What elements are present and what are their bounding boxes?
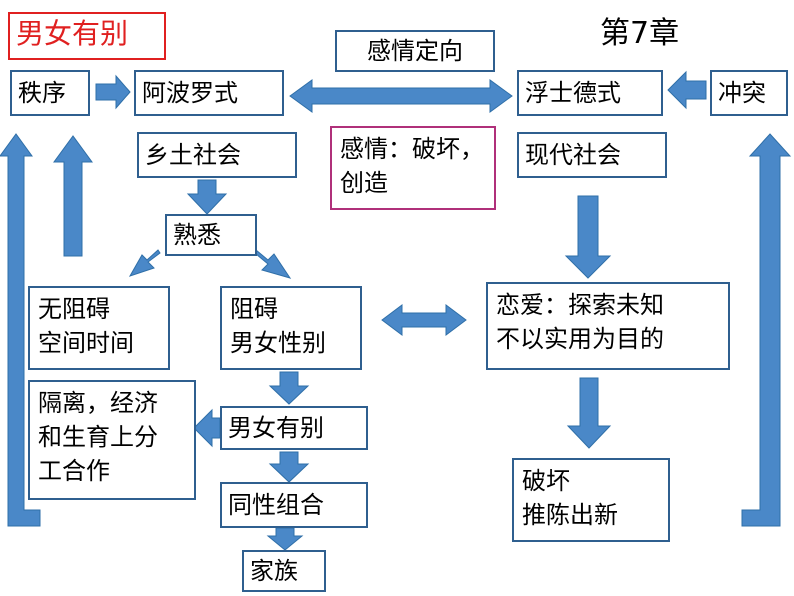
node-rural-society: 乡土社会: [137, 132, 297, 178]
arrow-left-long-up: [0, 133, 41, 527]
barrier-line1: 阻碍: [230, 295, 278, 323]
node-emotion-effect: 感情：破坏，创造: [330, 126, 496, 210]
arrow-familiar-to-nobarrier: [128, 249, 161, 277]
node-faustian: 浮士德式: [517, 70, 663, 116]
separation-line3: 工合作: [38, 457, 110, 485]
separation-line1: 隔离，经济: [38, 389, 158, 417]
arrow-distinction-to-samesex: [268, 451, 310, 483]
arrow-distinction-to-separation: [193, 408, 221, 448]
node-familiarity: 熟悉: [165, 214, 257, 256]
destroy-line2: 推陈出新: [522, 501, 618, 529]
double-arrow-barrier-love: [381, 304, 467, 336]
node-apollonian: 阿波罗式: [134, 70, 284, 116]
arrow-conflict-to-faustian: [667, 70, 707, 110]
node-order: 秩序: [10, 70, 90, 116]
emotion-effect-text: 感情：破坏，创造: [340, 135, 484, 197]
double-arrow-apollonian-faustian: [289, 79, 513, 113]
node-no-barrier: 无阻碍 空间时间: [28, 286, 170, 370]
no-barrier-line1: 无阻碍: [38, 295, 110, 323]
arrow-barrier-to-distinction: [268, 371, 310, 405]
node-same-sex-group: 同性组合: [220, 482, 368, 528]
arrow-modern-to-love: [564, 195, 612, 279]
node-separation: 隔离，经济 和生育上分 工合作: [28, 380, 196, 500]
node-barrier: 阻碍 男女性别: [220, 286, 362, 370]
node-modern-society: 现代社会: [517, 132, 667, 178]
separation-line2: 和生育上分: [38, 423, 158, 451]
node-emotion-orientation: 感情定向: [335, 30, 495, 72]
arrow-rural-to-familiar: [186, 179, 228, 215]
no-barrier-line2: 空间时间: [38, 329, 134, 357]
node-conflict: 冲突: [710, 70, 788, 116]
arrow-familiar-to-barrier: [255, 248, 292, 279]
barrier-line2: 男女性别: [230, 329, 326, 357]
arrow-up-to-order: [53, 135, 93, 257]
love-line1: 恋爱：探索未知: [496, 291, 664, 319]
node-family: 家族: [242, 550, 326, 592]
chapter-label: 第7章: [600, 16, 680, 51]
love-line2: 不以实用为目的: [496, 325, 664, 353]
arrow-order-to-apollonian: [95, 74, 131, 110]
node-destroy: 破坏 推陈出新: [512, 458, 670, 542]
diagram-title: 男女有别: [8, 12, 166, 60]
node-love: 恋爱：探索未知 不以实用为目的: [486, 282, 730, 370]
node-gender-distinction: 男女有别: [220, 406, 368, 450]
destroy-line1: 破坏: [522, 467, 570, 495]
arrow-love-to-destroy: [566, 377, 612, 449]
arrow-right-long-up: [741, 133, 792, 527]
arrow-samesex-to-family: [266, 527, 304, 551]
